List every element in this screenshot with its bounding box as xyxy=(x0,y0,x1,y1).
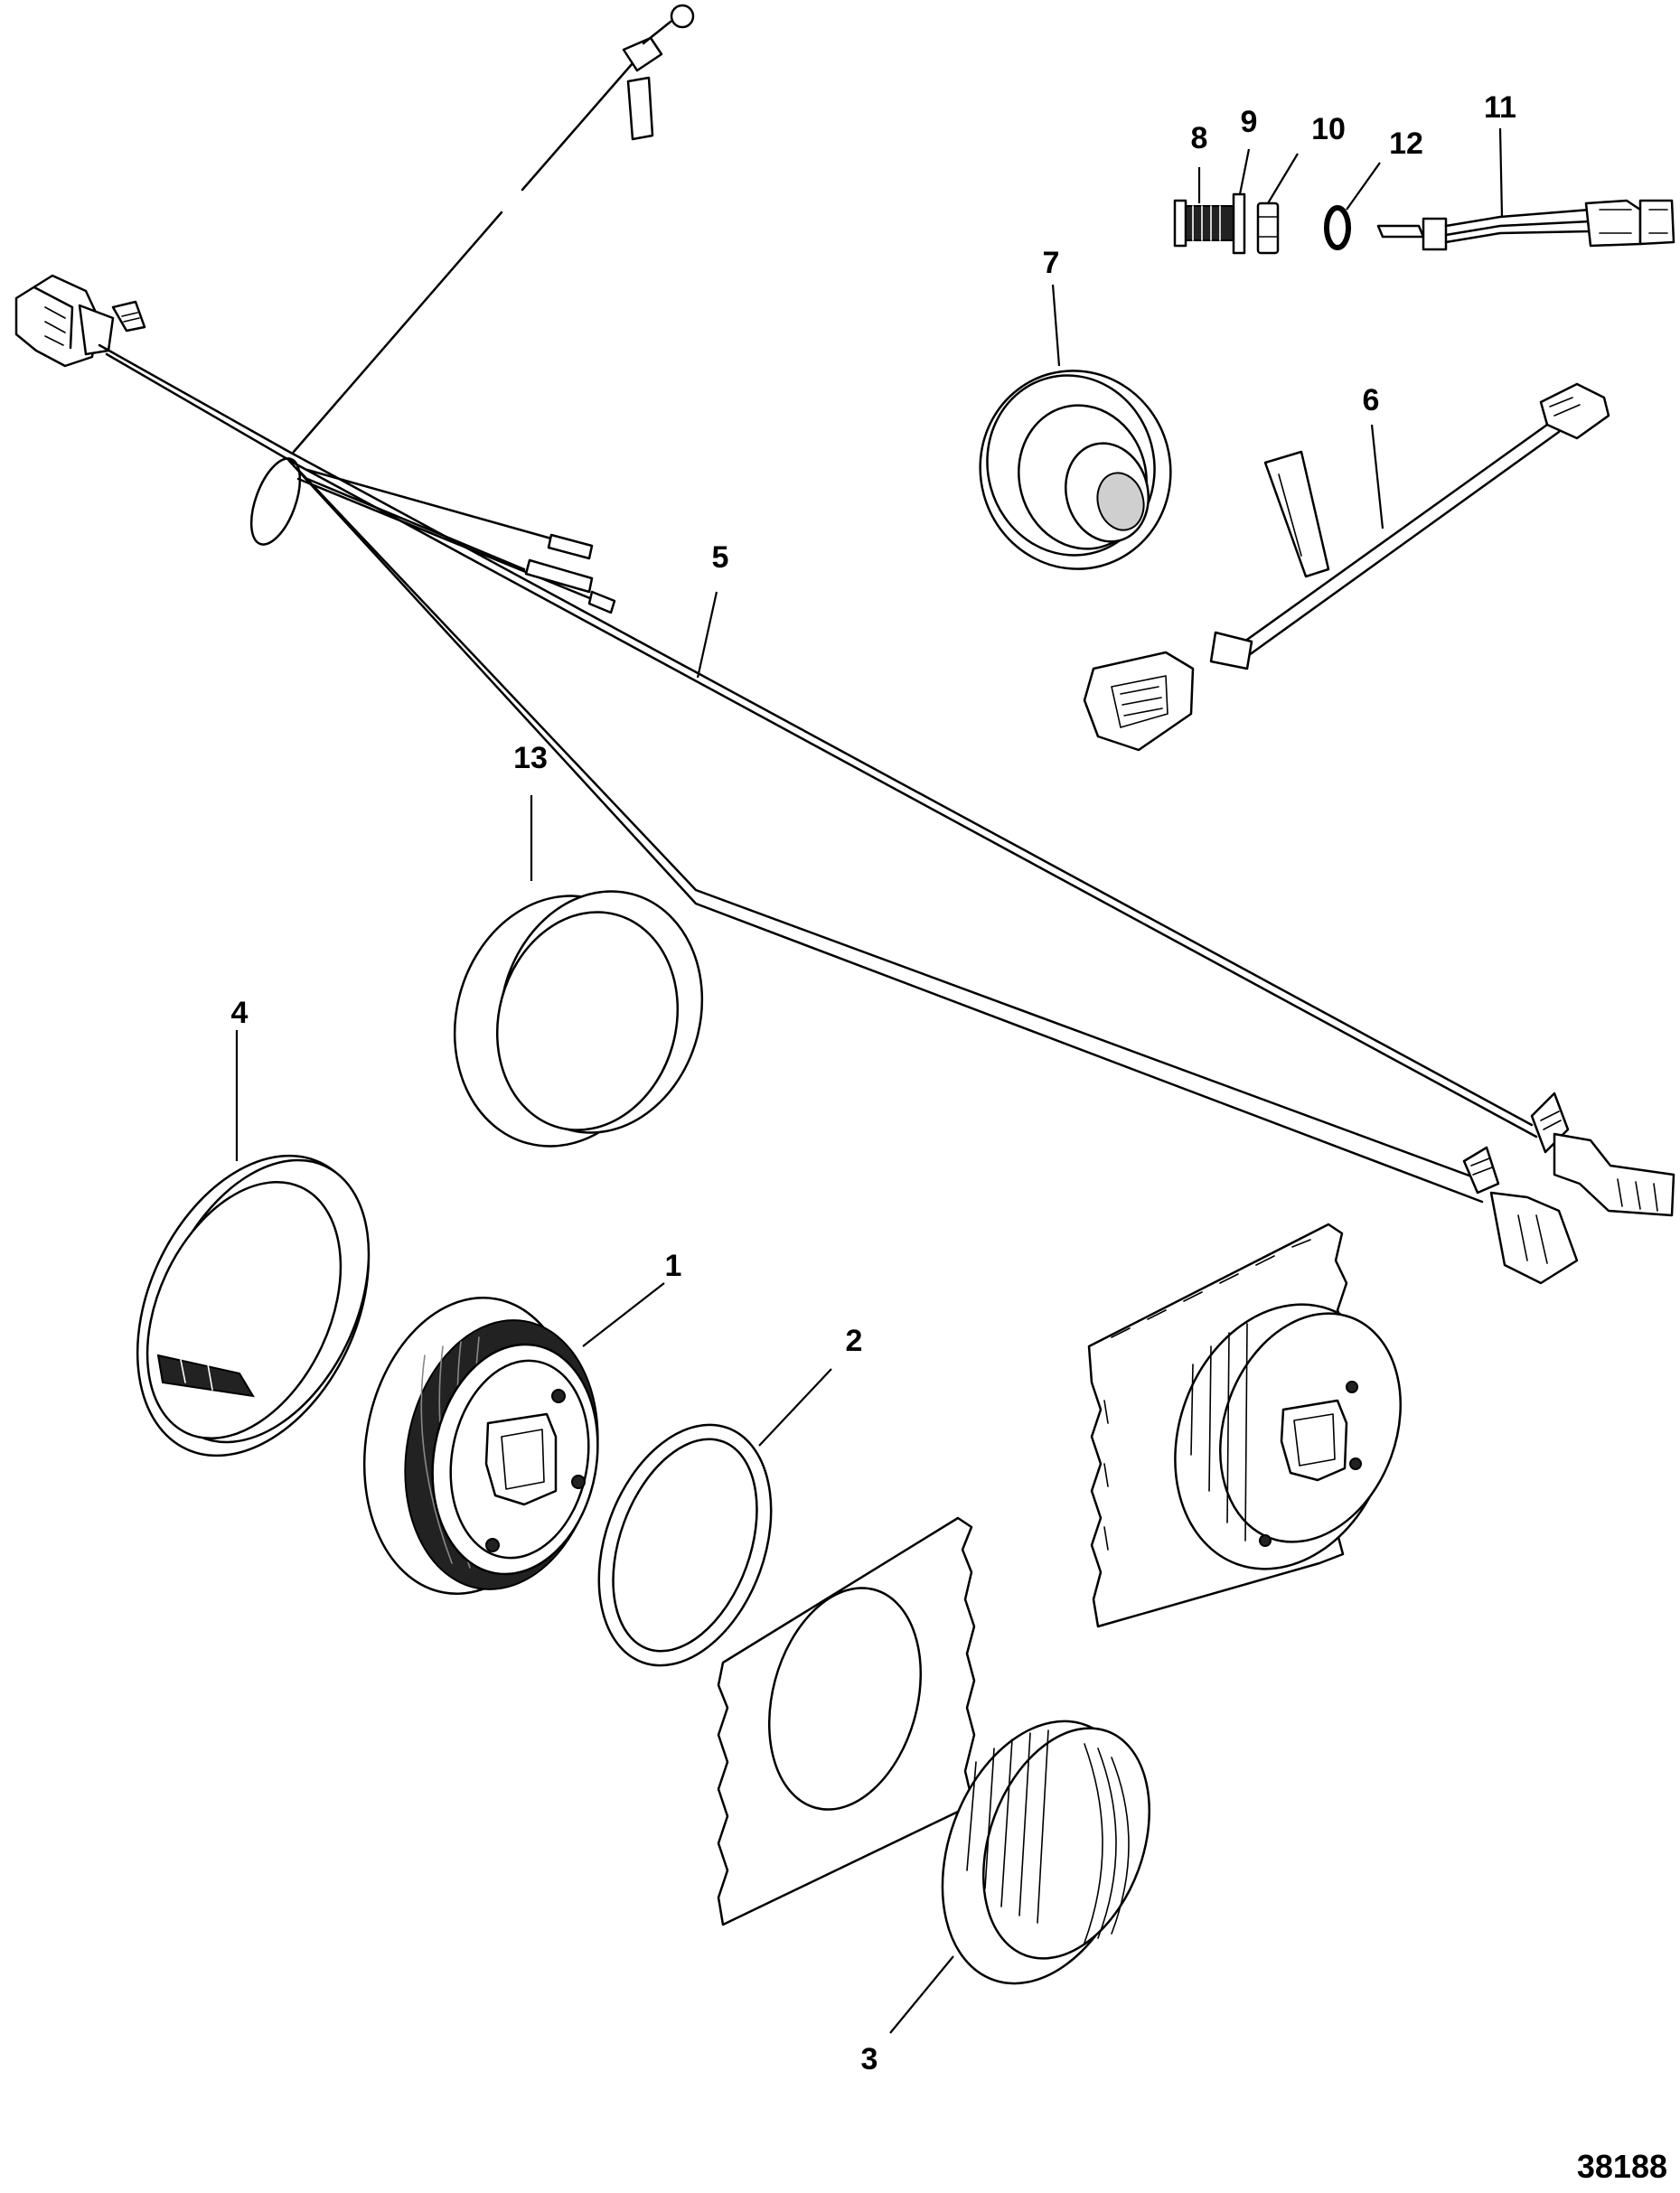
gasket-ring-icon xyxy=(597,1423,773,1667)
callout-7: 7 xyxy=(1043,246,1060,280)
figure-number: 38188 xyxy=(1577,2148,1667,2185)
gauge-body-icon xyxy=(362,1297,599,1595)
bezel-ring-icon xyxy=(136,1154,371,1457)
callout-5: 5 xyxy=(712,540,729,575)
washer-icon xyxy=(1232,192,1246,255)
sensor-lead-icon xyxy=(1376,199,1675,251)
screw-icon xyxy=(1173,199,1236,248)
nut-icon xyxy=(1256,201,1280,255)
grommet-icon xyxy=(979,370,1172,570)
mounting-nut-icon xyxy=(941,1720,1150,1985)
callout-1: 1 xyxy=(665,1249,682,1283)
callout-6: 6 xyxy=(1363,383,1380,417)
mounting-panel-icon xyxy=(717,1516,976,1926)
callout-3: 3 xyxy=(861,2042,878,2076)
callout-12: 12 xyxy=(1389,127,1423,161)
callout-13: 13 xyxy=(513,741,548,775)
callout-8: 8 xyxy=(1191,121,1208,155)
callout-2: 2 xyxy=(846,1324,863,1358)
o-ring-icon xyxy=(1324,205,1351,250)
callouts: 1 2 3 4 5 6 7 8 9 10 11 12 13 xyxy=(231,90,1516,2076)
callout-9: 9 xyxy=(1241,105,1258,139)
wiring-harness-icon xyxy=(14,4,1675,1285)
callout-11: 11 xyxy=(1484,90,1516,125)
callout-4: 4 xyxy=(231,996,249,1030)
sleeve-ring-icon xyxy=(453,890,704,1148)
adapter-cable-icon xyxy=(1083,382,1610,752)
leader-lines xyxy=(235,127,1504,2034)
assembled-view-icon xyxy=(1087,1223,1402,1628)
callout-10: 10 xyxy=(1311,112,1346,146)
